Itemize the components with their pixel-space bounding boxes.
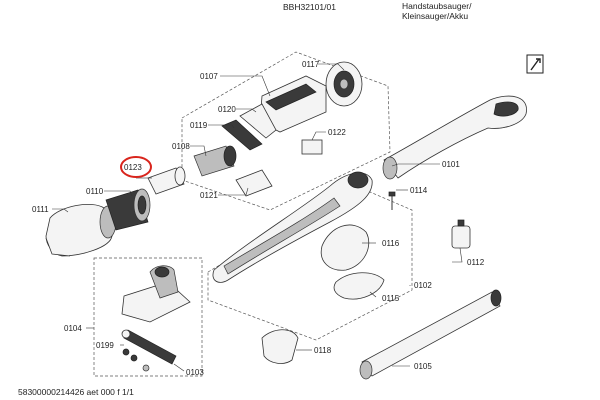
part-label-0118: 0119 xyxy=(190,121,208,130)
part-label-0119: 0120 xyxy=(218,105,236,114)
connector-drawing xyxy=(301,139,323,155)
leader-lines xyxy=(52,63,463,372)
small-parts-drawing xyxy=(122,348,150,372)
tools-icon xyxy=(526,54,544,74)
screw-drawing xyxy=(388,191,396,210)
swivel-joint-drawing xyxy=(261,329,299,364)
dust-container-drawing xyxy=(45,204,117,257)
filter-sleeve-drawing xyxy=(147,166,186,195)
part-label-0101: 0101 xyxy=(442,160,460,169)
cover-plate-drawing xyxy=(320,224,370,271)
part-label-0114: 0116 xyxy=(382,239,400,248)
part-label-0115: 0115 xyxy=(382,294,400,303)
seal-strip-drawing xyxy=(239,103,277,139)
part-label-0112: 0112 xyxy=(467,258,485,267)
floor-nozzle-drawing xyxy=(121,265,191,323)
part-label-0121: 0122 xyxy=(328,128,346,137)
grille-plate-drawing xyxy=(333,272,385,300)
extension-tube-drawing xyxy=(359,289,502,380)
cyclone-unit-drawing xyxy=(105,188,151,231)
part-label-0105: 0105 xyxy=(414,362,432,371)
highlight-circle xyxy=(120,156,152,178)
category-line-1: Handstaubsauger/ xyxy=(402,1,472,11)
model-number: BBH32101/01 xyxy=(283,2,336,12)
brush-roller-drawing xyxy=(121,329,177,365)
part-label-0107: 0107 xyxy=(200,72,218,81)
part-label-0117: 0117 xyxy=(302,60,320,69)
part-label-0113: 0114 xyxy=(410,186,428,195)
charger-drawing xyxy=(451,219,471,249)
part-label-0104: 0104 xyxy=(64,324,82,333)
filter-cylinder-drawing xyxy=(193,145,237,177)
circuit-board-drawing xyxy=(235,169,273,197)
part-label-0120: 0121 xyxy=(200,191,218,200)
motor-housing-drawing xyxy=(259,75,327,133)
main-body-drawing xyxy=(212,171,373,283)
category-line-2: Kleinsauger/Akku xyxy=(402,11,469,21)
handle-tube-drawing xyxy=(382,95,527,180)
part-label-0116: 0118 xyxy=(314,346,332,355)
part-label-0123: 0199 xyxy=(96,341,114,350)
part-label-0122: 0123 xyxy=(124,163,142,172)
part-label-0102: 0102 xyxy=(414,281,432,290)
document-reference: 58300000214426 aet 000 f 1/1 xyxy=(18,387,134,397)
motor-fan-drawing xyxy=(325,61,363,107)
part-label-0110: 0110 xyxy=(86,187,104,196)
part-label-0108: 0108 xyxy=(172,142,190,151)
filter-frame-drawing xyxy=(221,119,263,151)
nozzle-group-outline xyxy=(93,257,203,377)
part-label-0111: 0111 xyxy=(32,205,49,214)
part-label-0103: 0103 xyxy=(186,368,204,377)
